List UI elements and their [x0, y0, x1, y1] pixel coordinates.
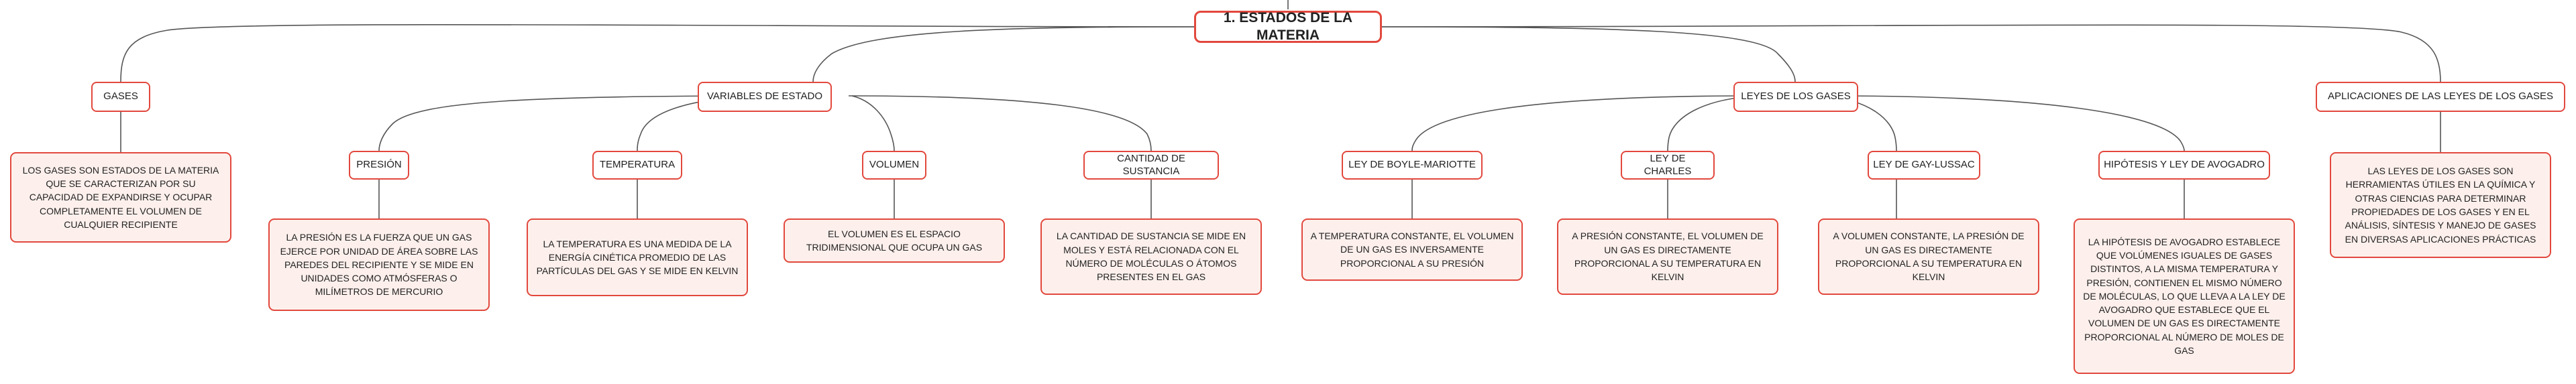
cantidad-description: LA CANTIDAD DE SUSTANCIA SE MIDE EN MOLE… [1040, 218, 1262, 295]
gases-node[interactable]: GASES [91, 82, 150, 112]
connector-var-volumen [851, 95, 895, 151]
avogadro-description: LA HIPÓTESIS DE AVOGADRO ESTABLECE QUE V… [2074, 218, 2295, 374]
variables-node[interactable]: VARIABLES DE ESTADO [698, 82, 832, 112]
boyle-description: A TEMPERATURA CONSTANTE, EL VOLUMEN DE U… [1301, 218, 1523, 281]
gases-description: LOS GASES SON ESTADOS DE LA MATERIA QUE … [10, 152, 231, 243]
cantidad-node[interactable]: CANTIDAD DE SUSTANCIA [1083, 151, 1219, 180]
temperatura-node[interactable]: TEMPERATURA [592, 151, 682, 180]
gaylussac-node[interactable]: LEY DE GAY-LUSSAC [1868, 151, 1980, 180]
avogadro-node[interactable]: HIPÓTESIS Y LEY DE AVOGADRO [2098, 151, 2270, 180]
aplicaciones-description: LAS LEYES DE LOS GASES SON HERRAMIENTAS … [2330, 152, 2551, 258]
connector-leyes-charles [1667, 95, 1765, 151]
connector-var-cantidad [848, 95, 1152, 151]
connector-leyes-boyle [1411, 95, 1755, 151]
connector-leyes-avogadro [1831, 95, 2185, 151]
presion-node[interactable]: PRESIÓN [349, 151, 409, 180]
root-node[interactable]: 1. ESTADOS DE LA MATERIA [1194, 10, 1382, 43]
leyes-node[interactable]: LEYES DE LOS GASES [1733, 82, 1858, 112]
volumen-node[interactable]: VOLUMEN [862, 151, 926, 180]
connector-var-presion [378, 95, 779, 151]
presion-description: LA PRESIÓN ES LA FUERZA QUE UN GAS EJERC… [268, 218, 490, 311]
aplicaciones-node[interactable]: APLICACIONES DE LAS LEYES DE LOS GASES [2316, 82, 2565, 112]
gaylussac-description: A VOLUMEN CONSTANTE, LA PRESIÓN DE UN GA… [1818, 218, 2039, 295]
connector-root-leyes [1380, 26, 1796, 82]
temperatura-description: LA TEMPERATURA ES UNA MEDIDA DE LA ENERG… [527, 218, 748, 296]
boyle-node[interactable]: LEY DE BOYLE-MARIOTTE [1342, 151, 1483, 180]
connector-root-aplicaciones [1380, 24, 2441, 82]
connector-root-variables [812, 26, 1196, 82]
volumen-description: EL VOLUMEN ES EL ESPACIO TRIDIMENSIONAL … [784, 218, 1005, 263]
charles-node[interactable]: LEY DE CHARLES [1621, 151, 1715, 180]
connector-root-gases [120, 23, 1196, 82]
charles-description: A PRESIÓN CONSTANTE, EL VOLUMEN DE UN GA… [1557, 218, 1778, 295]
